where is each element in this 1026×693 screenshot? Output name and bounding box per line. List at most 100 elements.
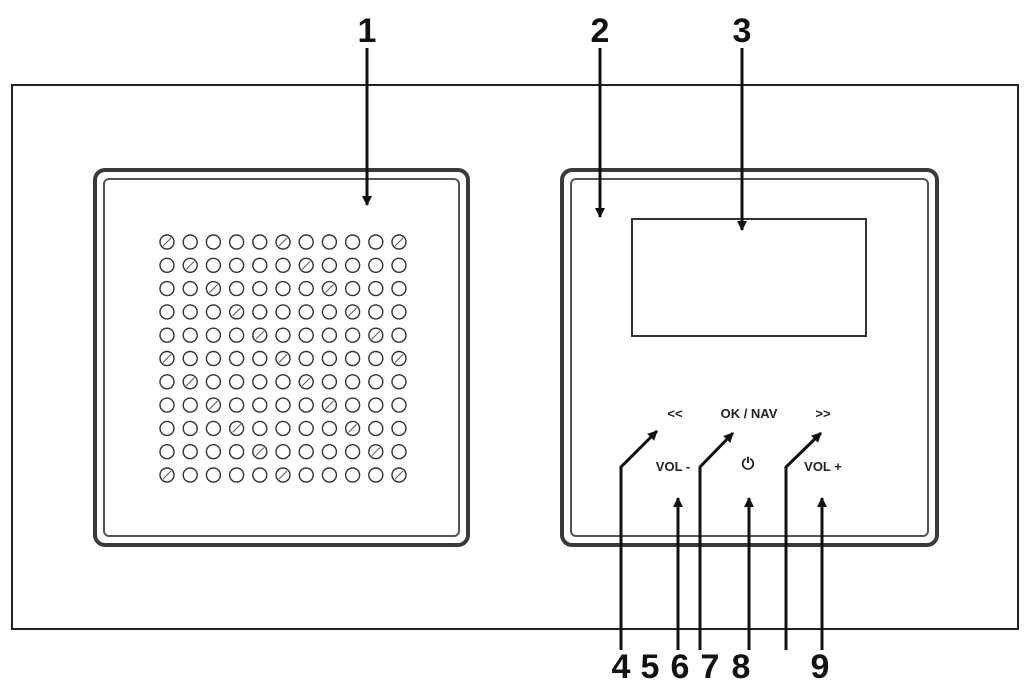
- grille-hole: [368, 374, 384, 390]
- grille-hole: [159, 374, 175, 390]
- grille-hole: [252, 374, 268, 390]
- grille-hole: [298, 304, 314, 320]
- grille-hole-shade: [348, 424, 357, 433]
- grille-hole: [298, 467, 314, 483]
- callout-8: 8: [731, 648, 751, 686]
- grille-hole: [159, 257, 175, 273]
- power-icon: ⏻: [741, 456, 755, 473]
- grille-hole: [275, 420, 291, 437]
- grille-hole: [205, 327, 222, 343]
- grille-hole: [321, 467, 338, 483]
- grille-hole: [252, 280, 268, 297]
- grille-hole: [252, 467, 268, 483]
- grille-hole: [205, 234, 222, 250]
- grille-hole: [159, 397, 175, 413]
- grille-hole: [182, 420, 198, 437]
- arrow-9-left: [784, 431, 823, 650]
- callout-5: 5: [640, 648, 660, 686]
- callout-9: 9: [810, 648, 830, 686]
- grille-hole-shade: [162, 237, 172, 247]
- ok-nav-button-label: OK / NAV: [720, 406, 778, 421]
- grille-hole: [205, 350, 222, 367]
- grille-hole-shade: [278, 470, 288, 480]
- grille-hole: [391, 280, 407, 297]
- grille-hole: [321, 374, 338, 390]
- grille-hole: [368, 257, 384, 273]
- grille-hole: [298, 280, 314, 297]
- grille-hole: [275, 327, 291, 343]
- grille-hole-shade: [185, 260, 195, 270]
- grille-hole-shade: [394, 470, 404, 480]
- grille-hole: [159, 280, 175, 297]
- grille-hole-shade: [348, 307, 357, 317]
- grille-hole: [275, 397, 291, 413]
- grille-hole: [182, 280, 198, 297]
- callout-2: 2: [590, 12, 610, 50]
- grille-hole: [344, 327, 361, 343]
- grille-hole-shade: [232, 307, 241, 317]
- grille-hole: [321, 350, 338, 367]
- grille-hole-shade: [394, 237, 404, 247]
- grille-hole: [344, 444, 361, 460]
- grille-hole: [228, 280, 245, 297]
- grille-hole: [344, 257, 361, 273]
- grille-hole: [298, 444, 314, 460]
- grille-hole-shade: [371, 447, 381, 457]
- grille-hole: [344, 467, 361, 483]
- grille-hole-shade: [371, 330, 381, 340]
- grille-hole: [159, 444, 175, 460]
- grille-hole: [344, 234, 361, 250]
- grille-hole: [321, 257, 338, 273]
- arrow-4: [619, 429, 659, 650]
- grille-hole-shade: [255, 330, 265, 340]
- grille-hole: [182, 444, 198, 460]
- grille-hole: [275, 374, 291, 390]
- callout-6: 6: [670, 648, 690, 686]
- vol-down-button-label: VOL -: [655, 459, 691, 474]
- grille-hole: [205, 444, 222, 460]
- grille-hole: [205, 467, 222, 483]
- grille-hole: [228, 234, 245, 250]
- grille-hole: [298, 350, 314, 367]
- grille-hole: [298, 327, 314, 343]
- display-window: [631, 218, 867, 337]
- grille-hole: [228, 257, 245, 273]
- grille-hole: [368, 420, 384, 437]
- grille-hole: [275, 257, 291, 273]
- grille-hole: [182, 304, 198, 320]
- callout-3: 3: [732, 12, 752, 50]
- grille-hole: [275, 444, 291, 460]
- grille-hole: [205, 374, 222, 390]
- grille-hole-shade: [255, 447, 265, 457]
- grille-hole: [252, 234, 268, 250]
- grille-hole-shade: [278, 237, 288, 247]
- grille-hole: [275, 280, 291, 297]
- grille-hole: [159, 304, 175, 320]
- grille-hole: [228, 444, 245, 460]
- grille-hole: [344, 280, 361, 297]
- grille-hole: [205, 304, 222, 320]
- grille-hole: [391, 444, 407, 460]
- grille-hole: [344, 397, 361, 413]
- grille-hole: [391, 374, 407, 390]
- grille-hole: [252, 304, 268, 320]
- grille-hole: [391, 304, 407, 320]
- grille-hole: [321, 420, 338, 437]
- grille-hole: [321, 234, 338, 250]
- grille-hole-shade: [325, 400, 334, 410]
- next-button-label: >>: [815, 406, 831, 421]
- grille-hole-shade: [209, 400, 218, 410]
- grille-hole: [368, 467, 384, 483]
- grille-hole: [252, 397, 268, 413]
- grille-hole: [298, 234, 314, 250]
- grille-hole: [228, 397, 245, 413]
- grille-hole: [321, 327, 338, 343]
- grille-hole: [391, 420, 407, 437]
- grille-hole: [368, 350, 384, 367]
- grille-hole: [182, 327, 198, 343]
- grille-hole-shade: [394, 354, 404, 363]
- grille-hole: [228, 327, 245, 343]
- grille-hole: [298, 397, 314, 413]
